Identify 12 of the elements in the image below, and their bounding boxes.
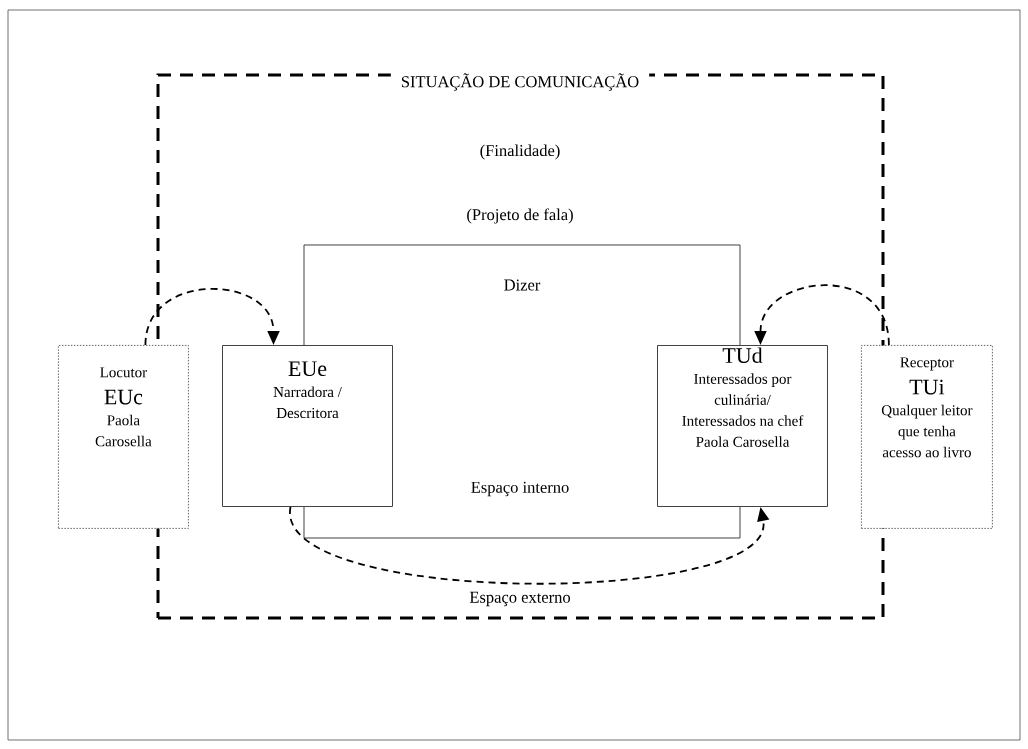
text-box: Locutor EUc Paola Carosella [58,345,189,529]
area-label: (Projeto de fala) [467,208,573,224]
text-box: EUe Narradora / Descritora [222,345,393,507]
text-box: TUd Interessados por culinária/ Interessados na chef Paola Carosella [657,345,828,507]
area-label: Dizer [504,279,541,291]
arrow [144,288,280,346]
frame-title: SITUAÇÃO DE COMUNICAÇÃO [390,69,650,95]
area-label: Espaço interno [471,481,569,497]
text-box: Receptor TUi Qualquer leitor que tenha acesso ao livro [861,345,993,529]
area-label: (Finalidade) [480,144,560,160]
area-label: Espaço externo [469,591,570,607]
arrow [754,284,890,346]
